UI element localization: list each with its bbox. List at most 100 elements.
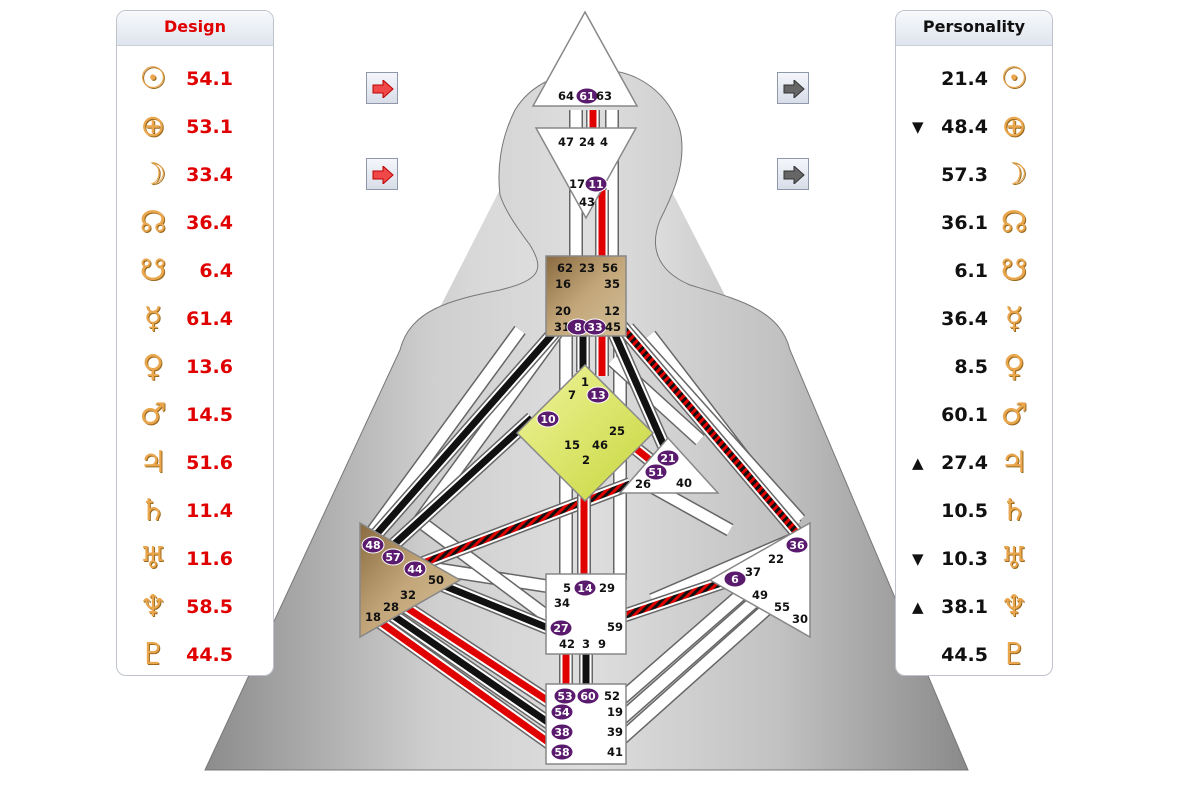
mercury-icon[interactable]: ☿ — [143, 301, 163, 336]
gate-55: 55 — [774, 600, 790, 614]
personality-value: 27.4 — [941, 452, 988, 474]
mercury-icon[interactable]: ☿ — [1004, 301, 1024, 336]
gate-60-activation — [576, 687, 600, 705]
gate-20: 20 — [555, 304, 571, 318]
gate-44-activation — [403, 560, 427, 578]
gate-51: 51 — [648, 466, 663, 479]
gate-5: 5 — [563, 581, 571, 595]
gray-arrow-right-icon — [783, 166, 805, 184]
south-node-icon[interactable]: ☋ — [139, 253, 167, 288]
gate-14: 14 — [577, 582, 593, 595]
moon-icon[interactable]: ☽ — [1000, 157, 1028, 192]
personality-value: 36.1 — [941, 212, 988, 234]
channel-48-16 — [371, 309, 575, 540]
gate-58: 58 — [554, 746, 569, 759]
north-node-icon[interactable]: ☊ — [139, 205, 167, 240]
pluto-icon[interactable]: ♇ — [1000, 637, 1028, 672]
design-value: 14.5 — [186, 404, 233, 426]
personality-arrow-bottom-button[interactable] — [777, 158, 809, 190]
uranus-icon[interactable]: ♅ — [1000, 541, 1028, 576]
gate-61-activation — [575, 87, 599, 105]
channel-54-32 — [393, 597, 564, 713]
design-value: 54.1 — [186, 68, 233, 90]
gate-21: 21 — [660, 452, 675, 465]
mars-icon[interactable]: ♂ — [139, 397, 167, 432]
gate-10-activation — [536, 410, 560, 428]
gate-51-activation — [644, 463, 668, 481]
venus-icon[interactable]: ♀ — [1003, 349, 1025, 384]
jupiter-icon[interactable]: ♃ — [1000, 445, 1028, 480]
design-arrow-top-button[interactable] — [366, 72, 398, 104]
south-node-icon[interactable]: ☋ — [1000, 253, 1028, 288]
gate-40: 40 — [676, 476, 692, 490]
gray-arrow-right-icon — [783, 80, 805, 98]
personality-row: 60.1 ♂ — [896, 395, 1052, 443]
uranus-icon[interactable]: ♅ — [139, 541, 167, 576]
design-row: 54.1 ☉ — [117, 59, 273, 107]
design-panel-title: Design — [117, 11, 273, 46]
design-row: 14.5 ♂ — [117, 395, 273, 443]
sun-icon[interactable]: ☉ — [1000, 61, 1028, 96]
north-node-icon[interactable]: ☊ — [1000, 205, 1028, 240]
gate-1: 1 — [581, 375, 589, 389]
mars-icon[interactable]: ♂ — [1000, 397, 1028, 432]
gate-19: 19 — [607, 705, 623, 719]
gate-52: 52 — [604, 689, 620, 703]
earth-icon[interactable]: ⊕ — [1001, 109, 1027, 144]
gate-25: 25 — [609, 424, 625, 438]
saturn-icon[interactable]: ♄ — [1000, 493, 1028, 528]
gate-60: 60 — [580, 690, 596, 703]
neptune-icon[interactable]: ♆ — [1000, 589, 1028, 624]
design-panel: Design 54.1☉53.1⊕33.4☽36.4☊6.4☋61.4☿13.6… — [116, 10, 274, 676]
personality-row: ▼10.3♅ — [896, 539, 1052, 587]
venus-icon[interactable]: ♀ — [142, 349, 164, 384]
gate-28: 28 — [383, 600, 399, 614]
channel-6-59 — [603, 574, 738, 626]
gate-38-activation — [550, 723, 574, 741]
gate-26: 26 — [635, 477, 651, 491]
jupiter-icon[interactable]: ♃ — [139, 445, 167, 480]
marker-icon: ▼ — [912, 550, 924, 568]
moon-icon[interactable]: ☽ — [139, 157, 167, 192]
gate-57-activation — [381, 548, 405, 566]
personality-value: 21.4 — [941, 68, 988, 90]
neptune-icon[interactable]: ♆ — [139, 589, 167, 624]
g-center — [515, 363, 655, 503]
personality-value: 38.1 — [941, 596, 988, 618]
personality-panel: Personality 21.4☉▼48.4⊕57.3☽36.1☊6.1☋36.… — [895, 10, 1053, 676]
gate-58-activation — [550, 743, 574, 761]
design-row: 33.4☽ — [117, 155, 273, 203]
personality-value: 48.4 — [941, 116, 988, 138]
gate-13-activation — [586, 386, 610, 404]
gate-2: 2 — [582, 453, 590, 467]
gate-27-activation — [549, 619, 573, 637]
design-value: 13.6 — [186, 356, 233, 378]
gate-29: 29 — [599, 581, 615, 595]
pluto-icon[interactable]: ♇ — [139, 637, 167, 672]
personality-value: 57.3 — [941, 164, 988, 186]
design-row: 44.5♇ — [117, 635, 273, 675]
design-value: 6.4 — [199, 260, 233, 282]
gate-36: 36 — [789, 539, 805, 552]
personality-value: 8.5 — [954, 356, 988, 378]
gate-6: 6 — [731, 573, 739, 586]
head-center — [531, 10, 639, 107]
personality-row: ▲27.4♃ — [896, 443, 1052, 491]
personality-row: 36.1 ☊ — [896, 203, 1052, 251]
gate-33: 33 — [587, 321, 602, 334]
earth-icon[interactable]: ⊕ — [140, 109, 166, 144]
gate-11: 11 — [588, 178, 603, 191]
gate-41: 41 — [607, 745, 623, 759]
saturn-icon[interactable]: ♄ — [139, 493, 167, 528]
design-value: 53.1 — [186, 116, 233, 138]
personality-row: 8.5 ♀ — [896, 347, 1052, 395]
gate-49: 49 — [752, 588, 768, 602]
personality-arrow-top-button[interactable] — [777, 72, 809, 104]
design-arrow-bottom-button[interactable] — [366, 158, 398, 190]
gate-3: 3 — [582, 637, 590, 651]
marker-icon: ▼ — [912, 118, 924, 136]
personality-value: 60.1 — [941, 404, 988, 426]
sun-icon[interactable]: ☉ — [139, 61, 167, 96]
gate-9: 9 — [598, 637, 606, 651]
gate-64: 64 — [558, 89, 574, 103]
